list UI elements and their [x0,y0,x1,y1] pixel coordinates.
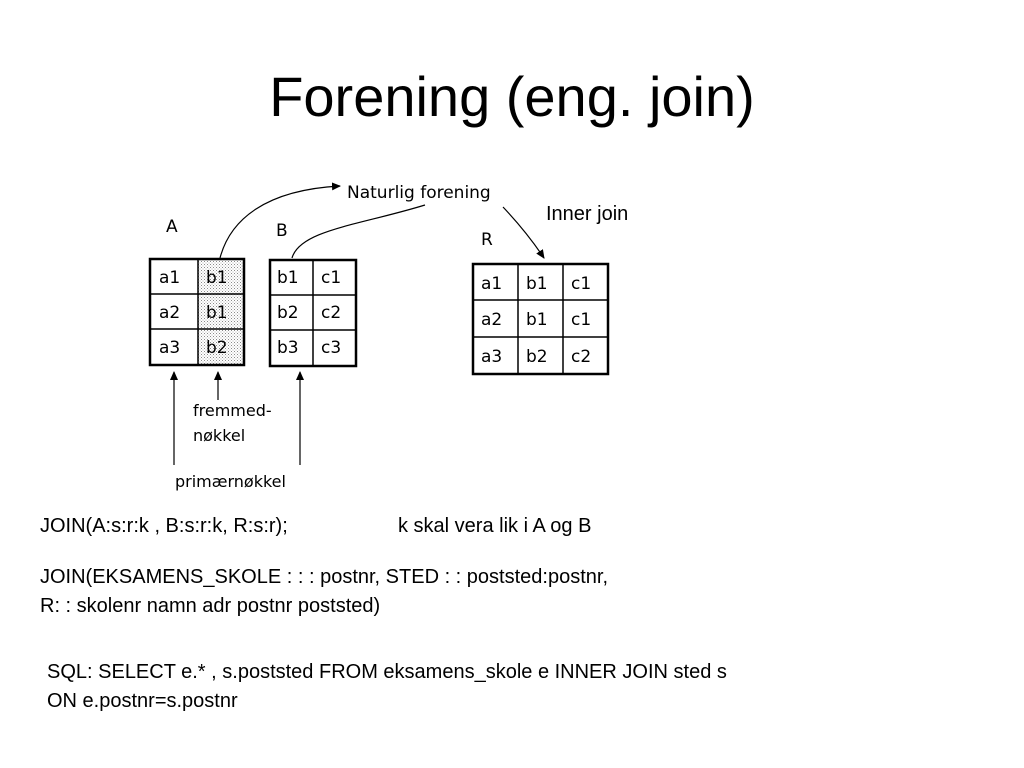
table-b-cell: b1 [277,268,299,288]
primary-key-label: primærnøkkel [175,472,286,491]
table-b-name: B [276,221,288,241]
table-a-cell: b1 [206,268,228,288]
sql-line1: SQL: SELECT e.* , s.poststed FROM eksame… [47,661,727,683]
join-diagram: A B R Naturlig forening Inner join a1 b1… [148,182,628,491]
table-r-cell: a1 [481,274,502,294]
table-a-cell: b1 [206,303,228,323]
slide-title: Forening (eng. join) [269,65,755,128]
table-r-cell: b1 [526,310,548,330]
sql-line2: ON e.postnr=s.postnr [47,690,238,712]
table-b-cell: b2 [277,303,299,323]
table-a-cell: a3 [159,338,180,358]
arrow-to-r [502,206,545,259]
join-generic-text: JOIN(A:s:r:k , B:s:r:k, R:s:r); [40,515,288,537]
join-note-text: k skal vera lik i A og B [398,515,592,537]
table-r-cell: c1 [571,310,591,330]
table-r-name: R [481,230,493,250]
foreign-key-label-line1: fremmed- [193,401,272,420]
table-r: a1 b1 c1 a2 b1 c1 a3 b2 c2 [471,262,610,376]
foreign-key-label-line2: nøkkel [193,426,245,445]
arrow-from-b-to-label [291,204,426,259]
table-b-cell: b3 [277,338,299,358]
table-a-name: A [166,217,178,237]
table-b: b1 c1 b2 c2 b3 c3 [268,258,358,368]
join-example-line2: R: : skolenr namn adr postnr poststed) [40,595,381,617]
table-r-cell: a3 [481,347,502,367]
join-example-line1: JOIN(EKSAMENS_SKOLE : : : postnr, STED :… [40,566,608,588]
foreign-key-column-shading [198,259,244,365]
table-r-cell: b2 [526,347,548,367]
table-a-cell: b2 [206,338,228,358]
table-r-cell: c1 [571,274,591,294]
table-r-cell: b1 [526,274,548,294]
table-b-cell: c1 [321,268,341,288]
table-a: a1 b1 a2 b1 a3 b2 [148,257,246,367]
inner-join-label: Inner join [546,203,628,225]
arrow-from-a-to-label [219,182,341,259]
natural-join-label: Naturlig forening [347,183,491,203]
table-r-cell: a2 [481,310,502,330]
table-r-cell: c2 [571,347,591,367]
table-b-cell: c3 [321,338,341,358]
table-a-cell: a2 [159,303,180,323]
table-b-cell: c2 [321,303,341,323]
table-a-cell: a1 [159,268,180,288]
